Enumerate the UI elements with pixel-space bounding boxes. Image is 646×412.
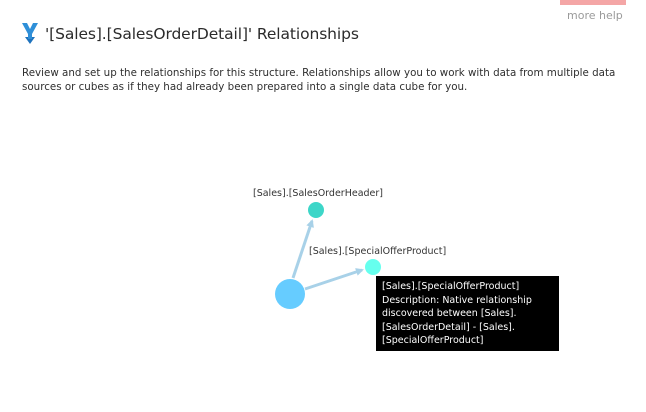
more-help-link[interactable]: more help [567, 9, 623, 22]
top-accent-bar [560, 0, 626, 5]
relationship-funnel-icon [22, 23, 38, 44]
graph-node-salesorderheader[interactable] [308, 202, 324, 218]
tooltip-description: Description: Native relationship discove… [382, 294, 532, 347]
relationship-edge-specialofferproduct [304, 268, 364, 291]
node-label-salesorderheader: [Sales].[SalesOrderHeader] [253, 188, 384, 199]
graph-node-specialofferproduct[interactable] [365, 259, 381, 275]
page-title: '[Sales].[SalesOrderDetail]' Relationshi… [45, 25, 359, 43]
graph-node-salesorderdetail[interactable] [275, 279, 305, 309]
relationship-edge-salesorderheader [291, 219, 314, 279]
page-header: '[Sales].[SalesOrderDetail]' Relationshi… [21, 22, 359, 46]
page-description: Review and set up the relationships for … [22, 67, 616, 93]
tooltip-title: [Sales].[SpecialOfferProduct] [382, 281, 520, 292]
relationship-tooltip: [Sales].[SpecialOfferProduct] Descriptio… [376, 276, 559, 351]
node-label-specialofferproduct: [Sales].[SpecialOfferProduct] [309, 246, 447, 257]
